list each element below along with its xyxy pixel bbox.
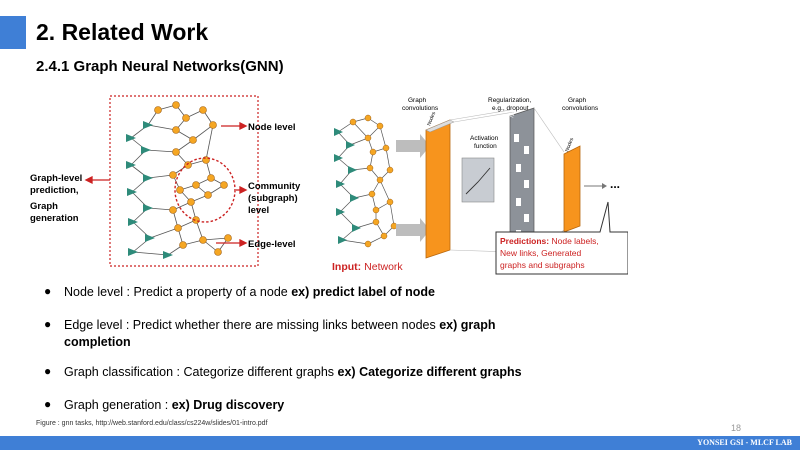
graph-level-label-2: prediction, [30,185,79,196]
regularization-label-1: Regularization, [488,97,532,104]
graph-level-label-4: generation [30,213,79,224]
community-label-3: level [248,205,269,216]
graph-conv-layer-1 [426,120,450,258]
bullet-dot: ● [44,284,51,298]
ellipsis: ... [610,177,620,191]
community-label-1: Community [248,181,301,192]
activation-label-1: Activation [470,135,499,142]
graph-convolutions-label-2a: Graph [568,97,586,104]
perspective-lines-2 [534,108,564,252]
community-label-2: (subgraph) [248,193,298,204]
graph-conv-layer-2 [564,146,580,232]
graph-convolutions-label-1b: convolutions [402,105,439,112]
graph-level-label-3: Graph [30,201,58,212]
input-arrows [396,134,430,242]
community-circle [175,158,235,222]
bullet-text: Edge level : Predict whether there are m… [64,318,439,332]
bullet-text: Node level : Predict a property of a nod… [64,285,291,299]
predictions-text-1: Predictions: Node labels, [500,236,599,246]
bullet-bold: ex) Categorize different graphs [338,365,522,379]
bullet-dot: ● [44,397,51,411]
activation-box [462,158,494,202]
footer-lab-name: YONSEI GSI - MLCF LAB [697,438,792,447]
bullet-bold: ex) Drug discovery [172,398,285,412]
node-level-label: Node level [248,122,296,133]
bullet-bold: ex) graph [439,318,495,332]
input-value: Network [364,261,403,273]
page-number: 18 [731,423,741,433]
predictions-line-2: New links, Generated [500,248,582,258]
page-title: 2. Related Work [36,19,208,46]
graph-level-label-1: Graph-level [30,173,82,184]
figure-caption: Figure : gnn tasks, http://web.stanford.… [36,420,268,427]
title-accent-bar [0,16,26,49]
graph-dashed-box [110,96,258,266]
regularization-label-2: e.g., dropout [492,105,529,112]
bullet-bold-continued: completion [64,335,131,349]
input-caption: Input:Network [332,261,403,273]
input-teal-nodes [334,128,361,244]
graph-convolutions-label-2b: convolutions [562,105,599,112]
footer-bar: YONSEI GSI - MLCF LAB [0,436,800,450]
bullet-dot: ● [44,317,51,331]
activation-label-2: function [474,143,497,150]
predictions-label: Predictions: [500,236,549,246]
bullet-bold: ex) predict label of node [291,285,435,299]
teal-nodes [126,121,173,259]
predictions-line-1: Node labels, [549,236,599,246]
predictions-line-3: graphs and subgraphs [500,260,585,270]
nodes-label-1: Nodes [426,111,437,127]
gnn-task-levels-figure: Graph-level prediction, Graph generation… [28,90,320,276]
edge-level-label: Edge-level [248,239,296,250]
graph-convolutions-label-1a: Graph [408,97,426,104]
input-label: Input: [332,261,361,273]
bullet-text: Graph classification : Categorize differ… [64,365,338,379]
bullet-dot: ● [44,364,51,378]
bullet-text: Graph generation : [64,398,172,412]
gnn-pipeline-figure: Nodes Graph convolutions Activation func… [328,90,628,276]
section-subtitle: 2.4.1 Graph Neural Networks(GNN) [36,58,284,75]
